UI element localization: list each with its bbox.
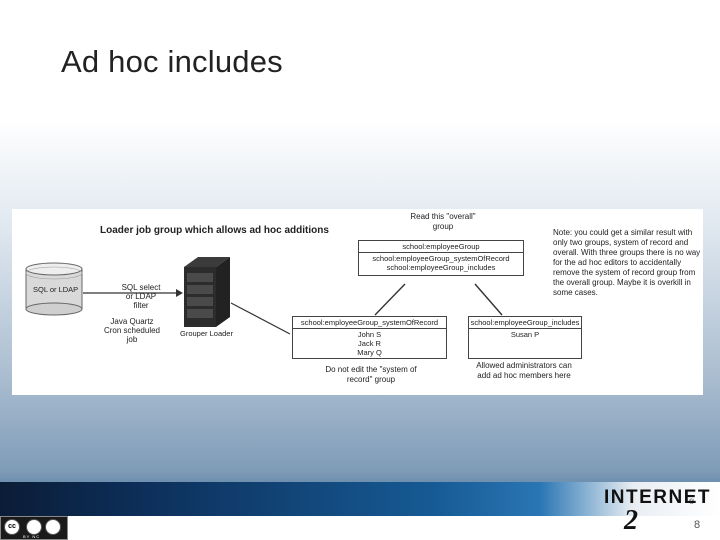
database-icon (25, 262, 83, 316)
loader-to-sor-line (230, 302, 291, 335)
page-number: 8 (694, 519, 701, 531)
overall-group-header: school:employeeGroup (359, 241, 523, 253)
includes-group-header: school:employeeGroup_includes (469, 318, 581, 329)
side-note: Note: you could get a similar result wit… (553, 228, 701, 297)
diagram-connectors (25, 257, 503, 335)
overall-group-box: school:employeeGroup school:employeeGrou… (358, 240, 524, 276)
sql-select-label: SQL select or LDAP filter (121, 283, 161, 310)
registered-mark: ® (689, 499, 695, 506)
server-icon (184, 257, 230, 327)
diagram-heading: Loader job group which allows ad hoc add… (100, 225, 329, 236)
overall-group-member: school:employeeGroup_systemOfRecord (372, 254, 510, 263)
database-label: SQL or LDAP (33, 285, 79, 294)
overall-to-sor-line (374, 283, 406, 316)
cron-label: Java Quartz Cron scheduled job (103, 317, 161, 344)
cc-license-label: BY NC (23, 534, 41, 539)
includes-group-box: school:employeeGroup_includes Susan P (468, 316, 582, 359)
do-not-edit-note: Do not edit the "system of record" group (325, 365, 417, 384)
creative-commons-badge: cc BY NC (0, 516, 68, 540)
noncommercial-icon (45, 519, 61, 535)
internet2-logo-text: INTERNET (604, 487, 711, 508)
grouper-loader-label: Grouper Loader (180, 329, 233, 338)
overall-group-member: school:employeeGroup_includes (386, 263, 496, 272)
loader-diagram: Loader job group which allows ad hoc add… (12, 209, 703, 395)
sor-group-member: John S (357, 330, 382, 339)
sor-group-header: school:employeeGroup_systemOfRecord (293, 317, 446, 329)
sor-group-member: Jack R (358, 339, 381, 348)
footer-strip (0, 516, 720, 540)
read-overall-label: Read this "overall" group (410, 212, 476, 231)
allowed-admins-note: Allowed administrators can add ad hoc me… (476, 361, 572, 380)
footer-band (0, 482, 720, 516)
includes-group-member: Susan P (510, 330, 540, 339)
sor-group-member: Mary Q (357, 348, 382, 357)
internet2-logo-mark: 2 (624, 505, 638, 536)
overall-to-includes-line (474, 283, 503, 316)
cc-icon: cc (4, 519, 20, 535)
system-of-record-group-box: school:employeeGroup_systemOfRecord John… (292, 316, 447, 359)
attribution-icon (26, 519, 42, 535)
slide-title: Ad hoc includes (61, 44, 283, 79)
